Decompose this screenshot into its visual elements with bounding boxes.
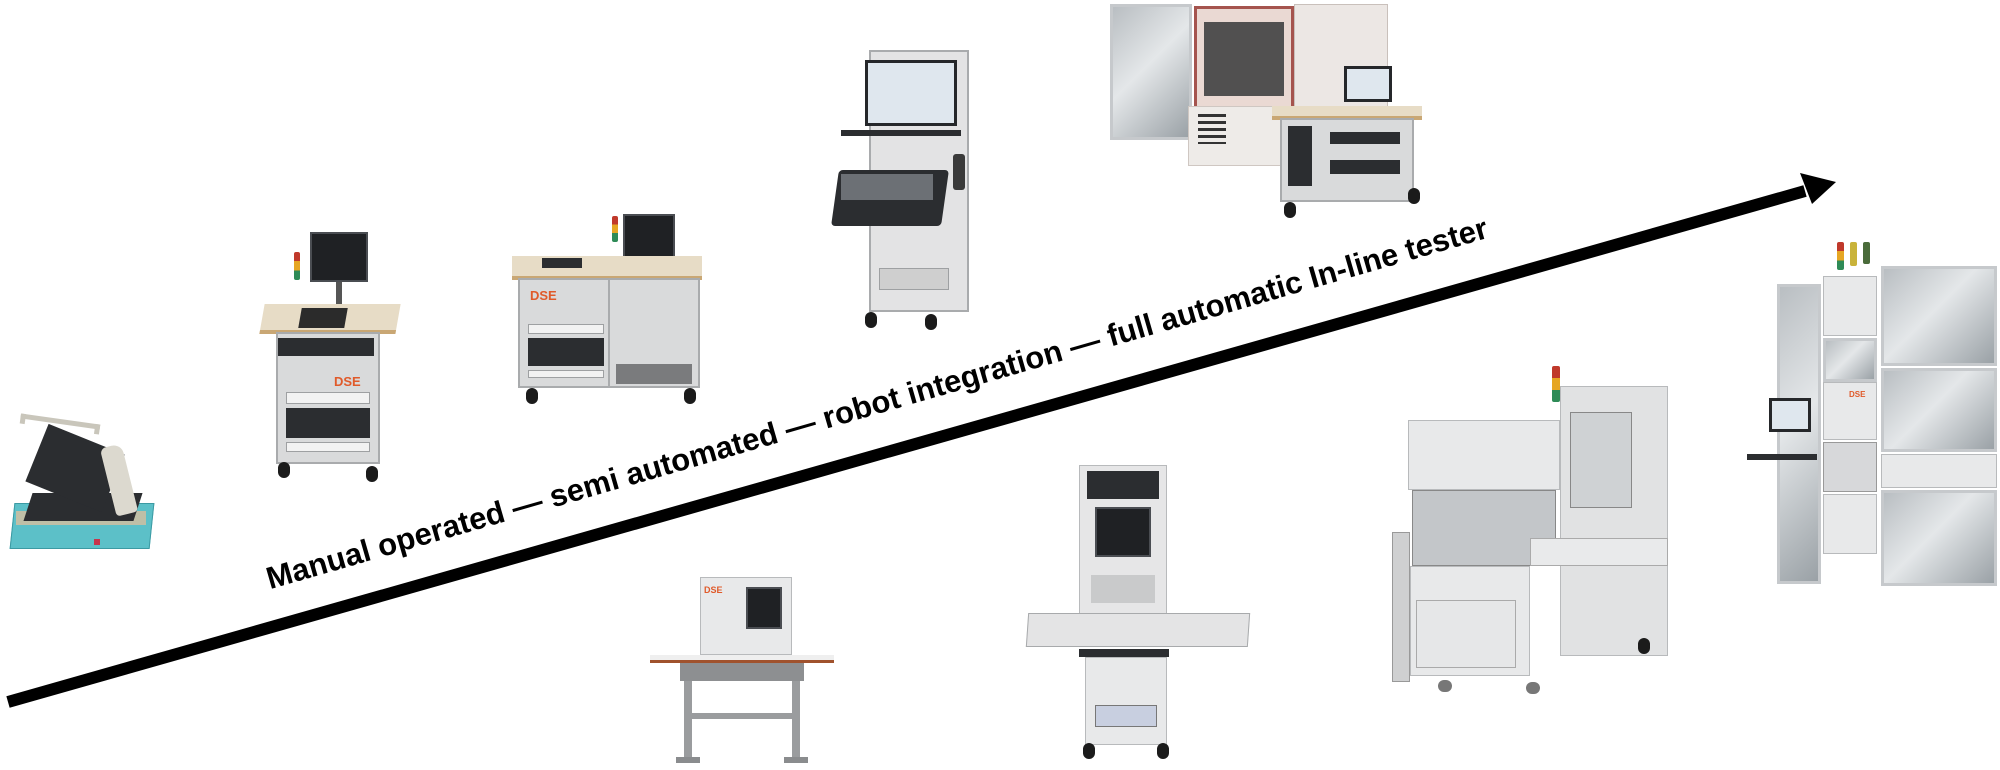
rack-workstation <box>1025 455 1252 760</box>
manual-fixture <box>8 413 155 555</box>
monitor-icon <box>1095 507 1151 557</box>
monitor-icon <box>1344 66 1392 102</box>
keyboard-icon <box>1747 454 1817 460</box>
test-cart-double: DSE <box>508 212 708 404</box>
inline-tester: DSE <box>1745 240 2000 618</box>
monitor-icon <box>746 587 782 629</box>
desk-station: DSE <box>650 577 835 769</box>
robot-cell <box>1382 362 1672 702</box>
monitor-icon <box>623 214 675 258</box>
climate-chamber-station <box>1108 2 1433 224</box>
monitor-icon <box>865 60 957 126</box>
test-cart-keyboard: DSE <box>259 228 402 483</box>
keyboard-icon <box>1079 649 1169 657</box>
fixture-tower <box>831 50 993 330</box>
monitor-icon <box>1769 398 1811 432</box>
monitor-icon <box>310 232 368 282</box>
